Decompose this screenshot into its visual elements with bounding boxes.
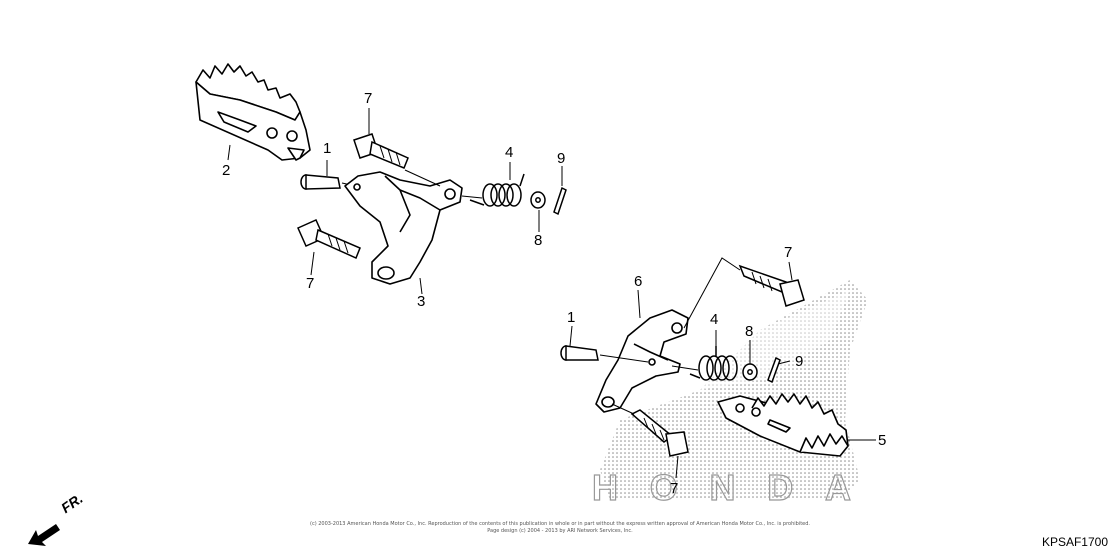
left-washer (530, 191, 546, 209)
drawing-code: KPSAF1700 (1041, 535, 1108, 549)
right-pin-leader (599, 354, 649, 363)
callout-left-lower-bolt: 7 (306, 275, 315, 292)
callout-right-footpeg: 5 (878, 432, 887, 449)
right-spring-leader (671, 365, 699, 371)
left-footpeg (195, 63, 311, 161)
right-bolt-lower-leader (611, 403, 635, 415)
left-cotter-pin (553, 186, 567, 216)
left-bolt-leader (404, 169, 441, 187)
copyright-notice: (c) 2003-2013 American Honda Motor Co., … (240, 521, 880, 535)
callout-left-cotter-pin: 9 (557, 150, 566, 167)
callout-right-spring: 4 (710, 311, 719, 328)
left-spring-leader (461, 195, 483, 199)
callout-right-lower-bolt: 7 (670, 480, 679, 497)
right-washer (742, 363, 758, 381)
right-bolt-leader (683, 257, 741, 329)
callout-left-spring: 4 (505, 144, 514, 161)
left-bracket (344, 171, 463, 285)
left-spring (469, 173, 525, 207)
copyright-line-1: (c) 2003-2013 American Honda Motor Co., … (310, 521, 810, 527)
right-upper-bolt (738, 264, 805, 307)
callout-right-cotter-pin: 9 (795, 353, 804, 370)
left-upper-bolt (353, 133, 409, 169)
callout-left-washer: 8 (534, 232, 543, 249)
left-pin (300, 174, 341, 190)
copyright-line-2: Page design (c) 2004 - 2013 by ARI Netwo… (487, 528, 633, 534)
callout-right-washer: 8 (745, 323, 754, 340)
callout-right-bracket: 6 (634, 273, 643, 290)
callout-left-pin: 1 (323, 140, 332, 157)
left-callout-leaders (227, 108, 563, 295)
callout-right-upper-bolt: 7 (784, 244, 793, 261)
right-footpeg (717, 393, 849, 457)
right-lower-bolt (630, 409, 689, 457)
callout-left-footpeg: 2 (222, 162, 231, 179)
right-cotter-pin (767, 356, 781, 384)
right-callout-leaders (569, 261, 876, 479)
callout-right-pin: 1 (567, 309, 576, 326)
callout-left-upper-bolt: 7 (364, 90, 373, 107)
right-pin (560, 345, 599, 361)
left-lower-bolt (297, 219, 361, 260)
honda-wing-watermark: HONDA (591, 280, 868, 509)
right-spring (689, 346, 738, 381)
callout-left-bracket: 3 (417, 293, 426, 310)
front-direction-arrow (28, 524, 60, 546)
